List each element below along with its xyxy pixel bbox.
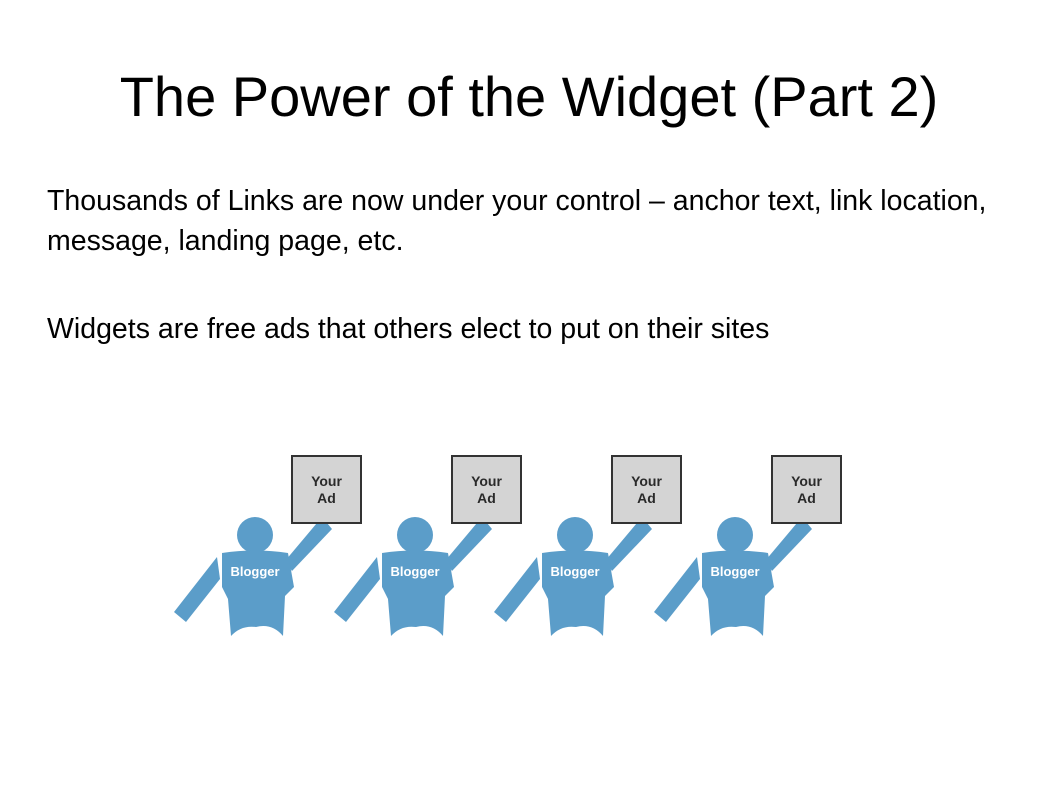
- blogger-figure: Your Ad Blogger: [174, 455, 374, 655]
- ad-box: Your Ad: [771, 455, 842, 524]
- ad-box: Your Ad: [611, 455, 682, 524]
- blogger-label: Blogger: [390, 564, 440, 579]
- blogger-label: Blogger: [550, 564, 600, 579]
- blogger-figure: Your Ad Blogger: [334, 455, 534, 655]
- blogger-figure: Your Ad Blogger: [494, 455, 694, 655]
- blogger-person-icon: [654, 517, 812, 636]
- blogger-label: Blogger: [710, 564, 760, 579]
- bullet-free-ads: Widgets are free ads that others elect t…: [47, 313, 770, 345]
- blogger-person-icon: [174, 517, 332, 636]
- blogger-label: Blogger: [230, 564, 280, 579]
- slide-title: The Power of the Widget (Part 2): [119, 65, 939, 128]
- bullet-links-control: Thousands of Links are now under your co…: [47, 185, 987, 257]
- blogger-figure: Your Ad Blogger: [654, 455, 854, 655]
- ad-box: Your Ad: [291, 455, 362, 524]
- blogger-person-icon: [494, 517, 652, 636]
- ad-box: Your Ad: [451, 455, 522, 524]
- blogger-person-icon: [334, 517, 492, 636]
